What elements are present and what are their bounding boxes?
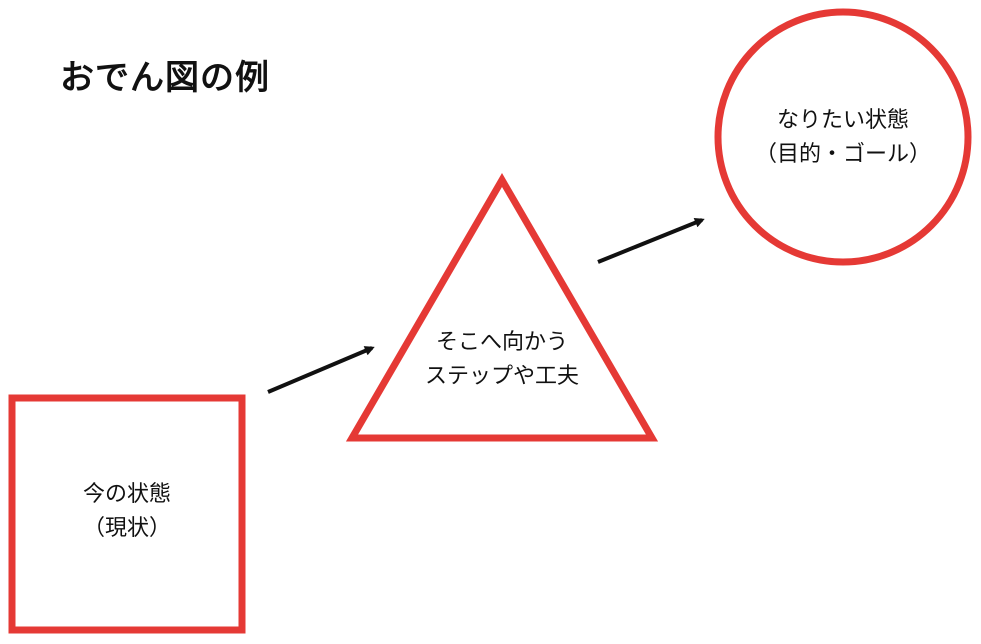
goal-label: なりたい状態 （目的・ゴール）	[718, 104, 968, 172]
page-title: おでん図の例	[60, 58, 270, 98]
current-state-label-line1: 今の状態	[82, 482, 171, 507]
steps-triangle	[345, 173, 659, 442]
goal-circle	[714, 8, 972, 266]
goal-label-line2: （目的・ゴール）	[754, 142, 931, 167]
current-state-label: 今の状態 （現状）	[12, 478, 242, 546]
steps-label-line1: そこへ向かう	[435, 330, 568, 355]
arrow-steps-to-goal	[597, 217, 705, 264]
current-state-label-line2: （現状）	[82, 516, 171, 541]
steps-label-line2: ステップや工夫	[424, 364, 579, 389]
steps-label: そこへ向かう ステップや工夫	[352, 326, 652, 394]
arrow-current-to-steps	[267, 346, 375, 394]
current-state-square	[8, 394, 246, 634]
goal-label-line1: なりたい状態	[776, 108, 909, 133]
